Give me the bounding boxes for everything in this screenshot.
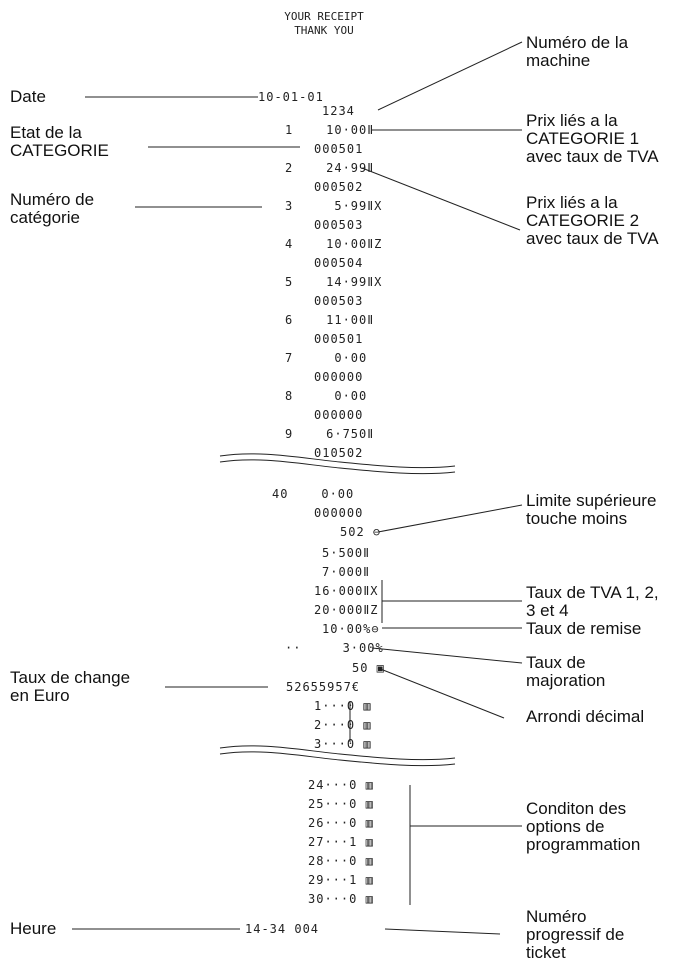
receipt-date: 10-01-01	[258, 90, 324, 104]
label-arrondi-decimal: Arrondi décimal	[526, 707, 645, 726]
arrondi-connector	[377, 667, 505, 719]
receipt-line: 010502	[314, 446, 364, 460]
label-etat-categorie: Etat de la CATEGORIE	[10, 123, 109, 160]
receipt-line: 2 24·99Ⅱ	[285, 161, 375, 175]
receipt-line: 5·500Ⅱ	[322, 546, 371, 560]
receipt-line: 000502	[314, 180, 364, 194]
receipt-header-line-1: YOUR RECEIPT	[284, 10, 364, 23]
receipt-line: 3 5·99ⅡX	[285, 199, 383, 213]
receipt-line: 000503	[314, 294, 364, 308]
label-limite-superieure: Limite supérieure touche moins	[526, 491, 657, 528]
receipt-header-line-2: THANK YOU	[294, 24, 354, 37]
label-taux-change: Taux de change en Euro	[10, 668, 131, 705]
receipt-line: 7·000Ⅱ	[322, 565, 371, 579]
receipt-line: 1···0 ▥	[314, 699, 372, 713]
receipt-line: 3···0 ▥	[314, 737, 372, 751]
receipt-line: 24···0 ▥	[308, 778, 374, 792]
receipt-line: 50 ▣	[352, 661, 385, 675]
receipt-line: 27···1 ▥	[308, 835, 374, 849]
label-date: Date	[10, 87, 46, 106]
label-taux-remise: Taux de remise	[526, 619, 642, 638]
receipt-line: 29···1 ▥	[308, 873, 374, 887]
label-prix-categorie-1: Prix liés a la CATEGORIE 1 avec taux de …	[526, 111, 659, 166]
receipt-line: 8 0·00	[285, 389, 368, 403]
receipt-line: 000000	[314, 370, 364, 384]
receipt-line: 28···0 ▥	[308, 854, 374, 868]
receipt-line: 4 10·00ⅡZ	[285, 237, 383, 251]
receipt-line: 40 0·00	[272, 487, 355, 501]
label-taux-tva: Taux de TVA 1, 2, 3 et 4	[526, 583, 659, 620]
receipt-line: 000501	[314, 142, 364, 156]
receipt-line: 5 14·99ⅡX	[285, 275, 383, 289]
receipt-machine-number: 1234	[322, 104, 355, 118]
receipt-line: 502 ⊖	[340, 525, 382, 539]
receipt-line: 1 10·00Ⅱ	[285, 123, 375, 137]
receipt-line: 30···0 ▥	[308, 892, 374, 906]
break-mark-2b	[219, 751, 456, 767]
receipt-line: 20·000ⅡZ	[314, 603, 379, 617]
receipt-line: 000504	[314, 256, 364, 270]
label-heure: Heure	[10, 919, 57, 938]
receipt-line: 7 0·00	[285, 351, 368, 365]
receipt-time-ticket: 14-34 004	[245, 922, 320, 936]
label-numero-machine: Numéro de la machine	[526, 33, 629, 70]
break-mark-2a	[219, 745, 456, 761]
receipt-line: 000501	[314, 332, 364, 346]
progressif-connector	[384, 928, 501, 935]
receipt-line: 52655957€	[286, 680, 361, 694]
receipt-line: 16·000ⅡX	[314, 584, 379, 598]
limite-connector	[377, 504, 523, 533]
label-conditon-options: Conditon des options de programmation	[526, 799, 641, 854]
break-mark-1a	[219, 453, 456, 469]
receipt-line: 6 11·00Ⅱ	[285, 313, 375, 327]
prix2-connector	[361, 167, 521, 231]
label-prix-categorie-2: Prix liés a la CATEGORIE 2 avec taux de …	[526, 193, 659, 248]
receipt-line: 2···0 ▥	[314, 718, 372, 732]
receipt-line: 10·00%⊖	[322, 622, 380, 636]
receipt-line: 000503	[314, 218, 364, 232]
receipt-line: 26···0 ▥	[308, 816, 374, 830]
label-taux-majoration: Taux de majoration	[526, 653, 606, 690]
receipt-line: 000000	[314, 408, 364, 422]
break-mark-1b	[219, 459, 456, 475]
receipt-line: 9 6·750Ⅱ	[285, 427, 375, 441]
label-numero-progressif: Numéro progressif de ticket	[526, 907, 625, 962]
machine-connector	[377, 41, 523, 111]
label-numero-categorie: Numéro de catégorie	[10, 190, 95, 227]
receipt-line: 25···0 ▥	[308, 797, 374, 811]
receipt-line: ·· 3·00%	[285, 641, 384, 655]
majoration-connector	[371, 647, 523, 664]
receipt-line: 000000	[314, 506, 364, 520]
